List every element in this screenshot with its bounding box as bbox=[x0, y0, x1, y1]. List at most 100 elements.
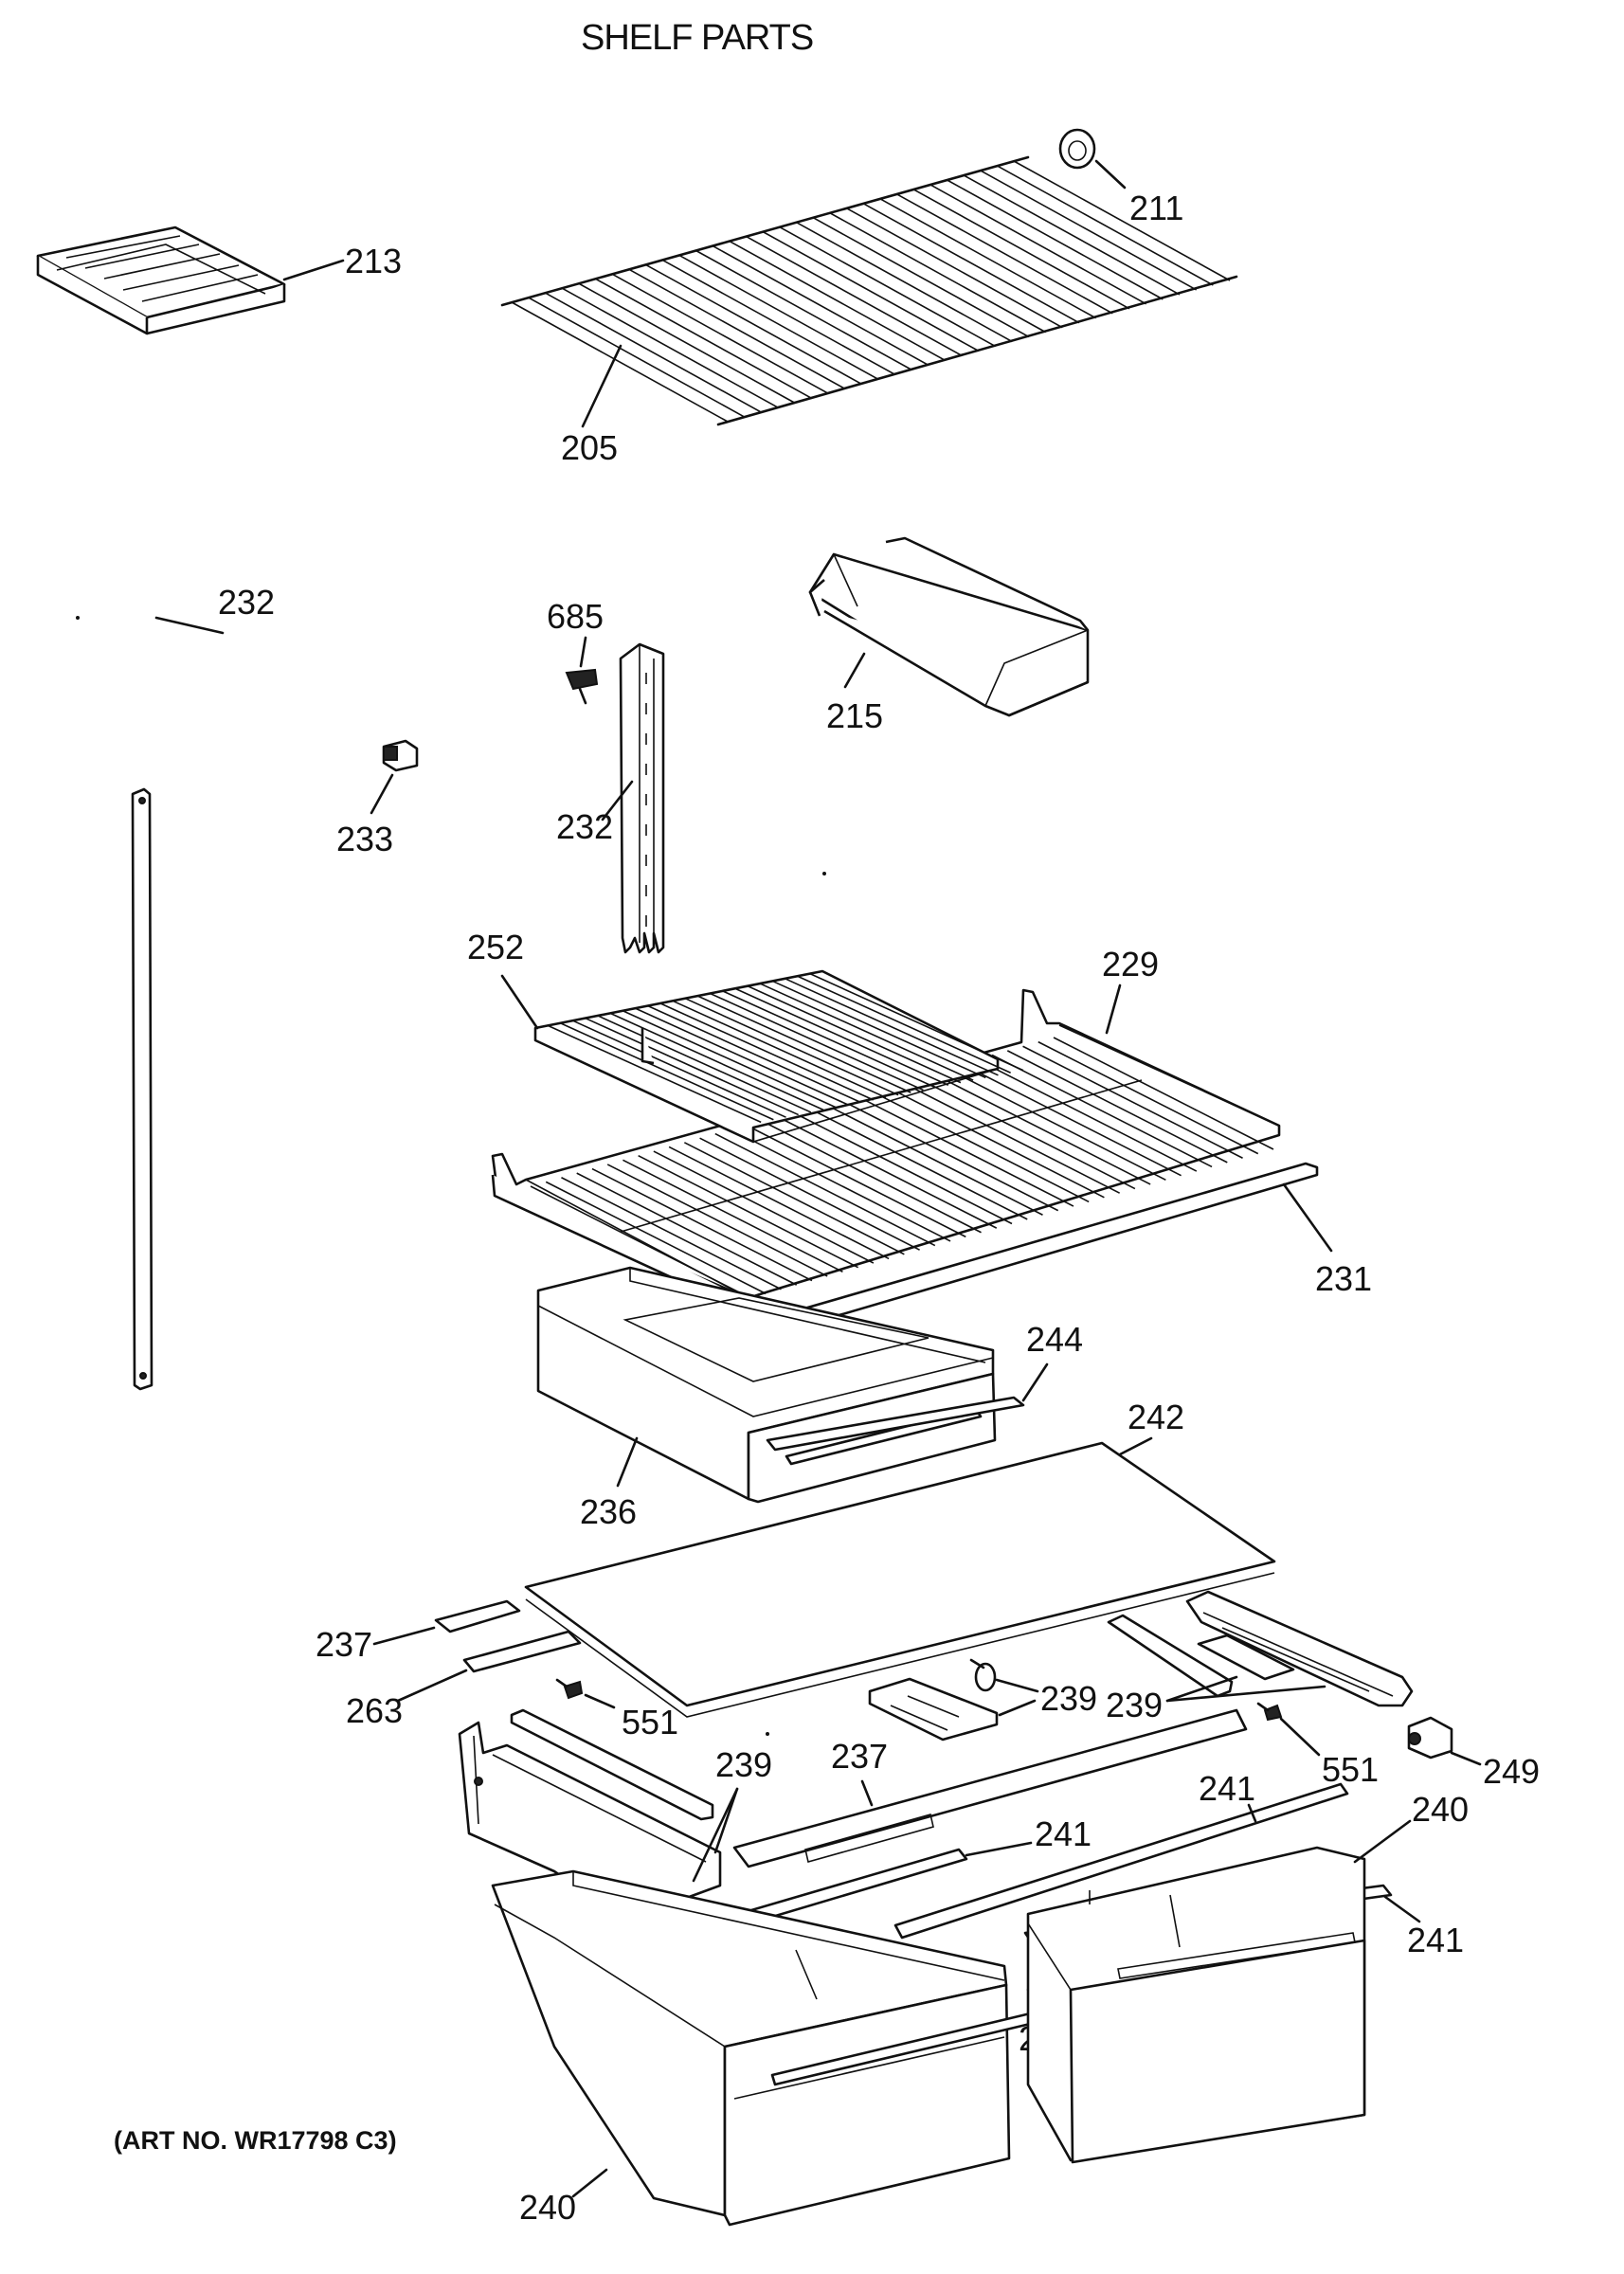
drawing-stroke bbox=[1022, 1045, 1243, 1159]
part-233-clip bbox=[382, 739, 419, 772]
drawing-stroke bbox=[544, 292, 762, 413]
stray-dot bbox=[766, 1732, 769, 1736]
drawing-stroke bbox=[696, 995, 911, 1093]
drawing-stroke bbox=[762, 230, 980, 352]
drawing-stroke bbox=[597, 1015, 812, 1113]
callout-240a: 240 bbox=[519, 2188, 576, 2227]
leader-249 bbox=[1450, 1751, 1482, 1766]
leader-240b bbox=[1353, 1819, 1412, 1864]
callout-236: 236 bbox=[580, 1492, 637, 1531]
drawing-stroke bbox=[683, 1142, 905, 1255]
drawing-stroke bbox=[530, 1185, 751, 1299]
drawing-stroke bbox=[528, 297, 746, 418]
drawing-stroke bbox=[809, 972, 1024, 1072]
drawing-stroke bbox=[759, 983, 974, 1081]
leader-239a2 bbox=[998, 1699, 1037, 1717]
part-244-handle bbox=[766, 1396, 1025, 1452]
drawing-stroke bbox=[672, 1000, 887, 1099]
part-249-latch bbox=[1407, 1716, 1453, 1760]
part-240-crisper-right bbox=[1026, 1846, 1366, 2164]
drawing-stroke bbox=[868, 1089, 1090, 1203]
drawing-stroke bbox=[996, 165, 1214, 286]
drawing-stroke bbox=[576, 1172, 798, 1286]
drawing-stroke bbox=[678, 254, 896, 376]
drawing-stroke bbox=[729, 240, 947, 362]
leader-239a1 bbox=[995, 1678, 1039, 1693]
drawing-stroke bbox=[862, 202, 1080, 324]
drawing-stroke bbox=[622, 1010, 837, 1109]
leader-263 bbox=[396, 1669, 468, 1703]
part-232-strip-left bbox=[131, 787, 153, 1391]
callout-233: 233 bbox=[336, 820, 393, 858]
drawing-stroke bbox=[771, 980, 986, 1079]
drawing-stroke bbox=[961, 1062, 1182, 1177]
leader-551a bbox=[584, 1693, 616, 1709]
drawing-stroke bbox=[745, 235, 963, 357]
drawing-stroke bbox=[776, 1115, 998, 1229]
leader-240a bbox=[571, 2168, 608, 2198]
drawing-stroke bbox=[747, 984, 962, 1084]
part-685-screw bbox=[565, 668, 599, 705]
drawing-stroke bbox=[653, 1150, 875, 1264]
drawing-stroke bbox=[638, 1154, 859, 1269]
callout-205: 205 bbox=[561, 428, 618, 467]
drawing-stroke bbox=[879, 198, 1097, 319]
drawing-stroke bbox=[591, 1167, 813, 1282]
drawing-stroke bbox=[912, 189, 1130, 310]
leader-232b bbox=[154, 616, 225, 635]
drawing-stroke bbox=[929, 184, 1147, 305]
part-229-shelf-frame bbox=[491, 988, 1281, 1317]
drawing-stroke bbox=[547, 1024, 762, 1124]
drawing-stroke bbox=[561, 1177, 782, 1290]
part-239-center-bracket bbox=[868, 1658, 999, 1742]
leader-237b bbox=[860, 1779, 874, 1807]
leader-239c1 bbox=[713, 1787, 739, 1854]
callout-231: 231 bbox=[1315, 1259, 1372, 1298]
part-242-glass bbox=[524, 1441, 1276, 1718]
drawing-stroke bbox=[722, 990, 936, 1089]
drawing-stroke bbox=[699, 1137, 920, 1251]
part-239-right-rails bbox=[1107, 1590, 1414, 1707]
drawing-stroke bbox=[795, 221, 1013, 343]
callout-232a: 232 bbox=[556, 807, 613, 846]
drawing-stroke bbox=[628, 268, 846, 389]
drawing-stroke bbox=[785, 978, 999, 1076]
leader-239c2 bbox=[692, 1787, 739, 1883]
drawing-stroke bbox=[745, 1124, 966, 1238]
drawing-stroke bbox=[806, 1107, 1028, 1220]
drawing-stroke bbox=[594, 278, 812, 399]
leader-213 bbox=[282, 259, 345, 281]
drawing-stroke bbox=[838, 1097, 1059, 1212]
part-237-rail-left bbox=[434, 1599, 521, 1633]
part-213-ice-tray bbox=[36, 226, 286, 335]
leader-241b bbox=[1247, 1803, 1257, 1823]
callout-240b: 240 bbox=[1412, 1790, 1469, 1829]
part-263-rail bbox=[462, 1630, 582, 1673]
leader-241a bbox=[965, 1841, 1033, 1857]
part-252-panel bbox=[533, 969, 1024, 1144]
part-211-cap bbox=[1058, 128, 1096, 170]
leader-215 bbox=[843, 652, 866, 689]
drawing-stroke bbox=[812, 216, 1030, 338]
leader-252 bbox=[500, 974, 539, 1030]
drawing-stroke bbox=[647, 1004, 861, 1104]
drawing-stroke bbox=[963, 174, 1181, 296]
drawing-stroke bbox=[946, 179, 1164, 300]
drawing-stroke bbox=[620, 1079, 1143, 1233]
leader-237a bbox=[372, 1626, 436, 1646]
leader-551b bbox=[1279, 1717, 1321, 1757]
drawing-stroke bbox=[895, 193, 1113, 315]
part-551-screw-left bbox=[555, 1678, 584, 1700]
callout-685: 685 bbox=[547, 597, 604, 636]
drawing-stroke bbox=[644, 263, 862, 385]
callout-239c: 239 bbox=[715, 1745, 772, 1784]
part-215-bin bbox=[808, 536, 1090, 717]
part-551-screw-right bbox=[1256, 1702, 1283, 1722]
drawing-stroke bbox=[730, 1128, 951, 1242]
leader-205 bbox=[581, 344, 623, 428]
drawing-stroke bbox=[976, 1058, 1198, 1172]
callout-237a: 237 bbox=[316, 1625, 372, 1664]
part-205-wire-shelf bbox=[500, 155, 1238, 426]
leader-239b1 bbox=[1165, 1675, 1238, 1703]
